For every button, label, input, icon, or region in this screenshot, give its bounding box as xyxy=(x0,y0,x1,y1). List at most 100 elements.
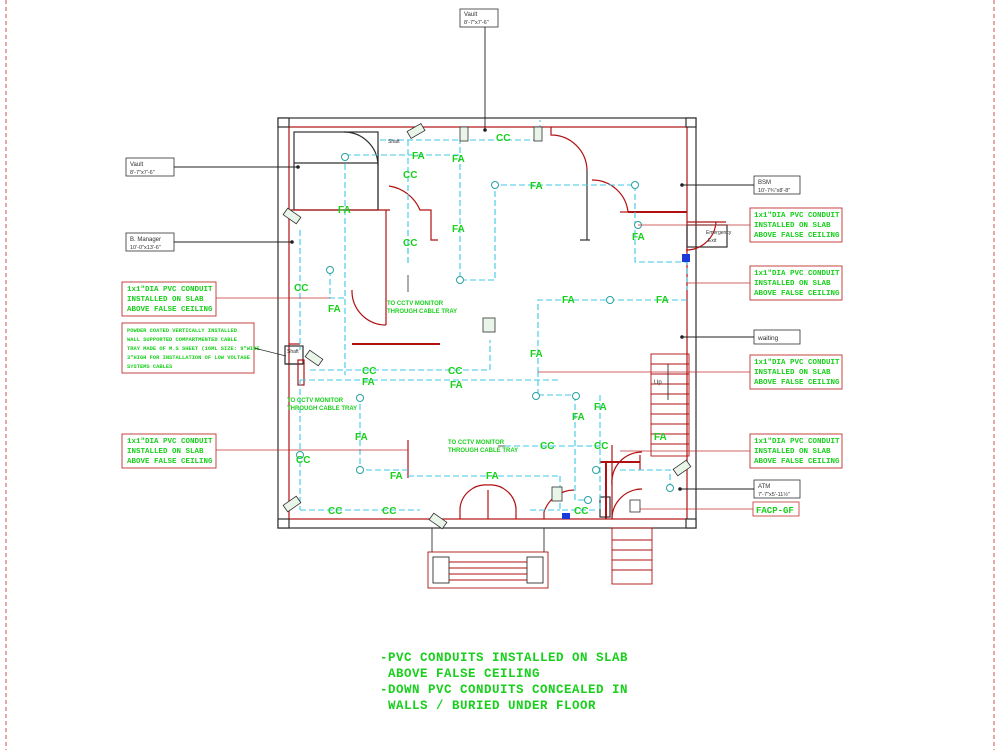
room-tag-manager: B. Manager 10'-0"x13'-6" xyxy=(125,232,294,252)
conduit-note-left-2: 1x1"DIA PVC CONDUIT INSTALLED ON SLAB AB… xyxy=(121,433,408,469)
room-tag-atm: ATM 7'-7"x5'-11½" xyxy=(678,479,801,499)
svg-text:INSTALLED ON SLAB: INSTALLED ON SLAB xyxy=(127,296,204,304)
room-tags: Vault 8'-7"x7'-6" Vault 8'-7"x7'-6" B. M… xyxy=(125,8,801,517)
svg-text:INSTALLED ON SLAB: INSTALLED ON SLAB xyxy=(127,448,204,456)
fa-label: FA xyxy=(452,154,465,165)
facp-panel xyxy=(562,254,690,519)
svg-text:ABOVE FALSE CEILING: ABOVE FALSE CEILING xyxy=(754,458,840,466)
legend: -PVC CONDUITS INSTALLED ON SLAB ABOVE FA… xyxy=(380,650,680,714)
conduit-note-right-4: 1x1"DIA PVC CONDUIT INSTALLED ON SLAB AB… xyxy=(620,433,843,469)
facp-tag: FACP-GF xyxy=(640,501,800,517)
cc-label: CC xyxy=(328,506,342,517)
svg-text:3"HIGH FOR INSTALLATION OF LOW: 3"HIGH FOR INSTALLATION OF LOW VOLTAGE xyxy=(127,355,251,361)
cctv-note-line: THROUGH CABLE TRAY xyxy=(448,448,518,454)
fa-label: FA xyxy=(486,471,499,482)
room-tag-vault-top: Vault 8'-7"x7'-6" xyxy=(459,8,499,132)
fa-label: FA xyxy=(355,432,368,443)
svg-text:8'-7"x7'-6": 8'-7"x7'-6" xyxy=(464,20,489,26)
svg-text:ABOVE FALSE CEILING: ABOVE FALSE CEILING xyxy=(127,306,213,314)
svg-text:BSM: BSM xyxy=(758,180,771,186)
fa-label: FA xyxy=(530,181,543,192)
svg-text:INSTALLED ON SLAB: INSTALLED ON SLAB xyxy=(754,369,831,377)
fa-label: FA xyxy=(654,432,667,443)
svg-text:1x1"DIA PVC CONDUIT: 1x1"DIA PVC CONDUIT xyxy=(754,438,840,446)
cctv-monitor-notes: TO CCTV MONITOR THROUGH CABLE TRAY TO CC… xyxy=(287,275,518,454)
svg-text:INSTALLED ON SLAB: INSTALLED ON SLAB xyxy=(754,280,831,288)
cc-label: CC xyxy=(294,283,308,294)
fa-label: FA xyxy=(530,349,543,360)
smoke-detectors xyxy=(296,153,674,504)
fa-label: FA xyxy=(412,151,425,162)
svg-text:1x1"DIA PVC CONDUIT: 1x1"DIA PVC CONDUIT xyxy=(127,438,213,446)
svg-text:ATM: ATM xyxy=(758,484,770,490)
cc-label: CC xyxy=(382,506,396,517)
svg-text:1x1"DIA PVC CONDUIT: 1x1"DIA PVC CONDUIT xyxy=(754,212,840,220)
svg-text:SYSTEMS CABLES: SYSTEMS CABLES xyxy=(127,364,173,370)
svg-text:1x1"DIA PVC CONDUIT: 1x1"DIA PVC CONDUIT xyxy=(127,286,213,294)
fa-label: FA xyxy=(632,232,645,243)
cc-label: CC xyxy=(403,170,417,181)
cc-label: CC xyxy=(496,133,510,144)
svg-text:1x1"DIA PVC CONDUIT: 1x1"DIA PVC CONDUIT xyxy=(754,270,840,278)
svg-text:7'-7"x5'-11½": 7'-7"x5'-11½" xyxy=(758,491,790,498)
svg-text:waiting: waiting xyxy=(757,335,779,342)
emergency-exit-label-2: Exit xyxy=(708,238,717,244)
fa-label: FA xyxy=(656,295,669,306)
svg-text:WALL SUPPORTED COMPARTMENTED C: WALL SUPPORTED COMPARTMENTED CABLE xyxy=(127,337,238,343)
svg-text:FACP-GF: FACP-GF xyxy=(756,506,794,516)
stair-up-label: Up xyxy=(654,380,662,386)
room-tag-vault-left: Vault 8'-7"x7'-6" xyxy=(125,157,300,177)
cc-label: CC xyxy=(540,441,554,452)
fa-label: FA xyxy=(362,377,375,388)
svg-text:INSTALLED ON SLAB: INSTALLED ON SLAB xyxy=(754,448,831,456)
cctv-note-line: THROUGH CABLE TRAY xyxy=(287,406,357,412)
fa-label: FA xyxy=(562,295,575,306)
shaft-label: Shaft xyxy=(287,349,299,355)
svg-text:TRAY MADE OF M.S SHEET (16ML S: TRAY MADE OF M.S SHEET (16ML SIZE: 9"WID… xyxy=(127,346,260,352)
cable-tray-note: POWDER COATED VERTICALLY INSTALLED WALL … xyxy=(121,322,287,374)
svg-text:B. Manager: B. Manager xyxy=(130,237,161,243)
legend-line: -DOWN PVC CONDUITS CONCEALED IN xyxy=(380,683,629,697)
conduit-note-right-2: 1x1"DIA PVC CONDUIT INSTALLED ON SLAB AB… xyxy=(686,265,843,301)
svg-text:INSTALLED ON SLAB: INSTALLED ON SLAB xyxy=(754,222,831,230)
fa-label: FA xyxy=(594,402,607,413)
fa-label: FA xyxy=(338,205,351,216)
fa-label: FA xyxy=(328,304,341,315)
cctv-cameras xyxy=(282,122,692,530)
shaft-label: Shaft xyxy=(388,139,400,145)
cctv-note-line: TO CCTV MONITOR xyxy=(287,398,344,404)
fa-label: FA xyxy=(390,471,403,482)
cc-label: CC xyxy=(594,441,608,452)
emergency-exit-label: Emergency xyxy=(706,230,732,236)
cc-label: CC xyxy=(403,238,417,249)
room-tag-bsm: BSM 10'-7¾"x8'-8" xyxy=(680,175,801,195)
svg-text:Vault: Vault xyxy=(130,162,144,168)
svg-text:10'-7¾"x8'-8": 10'-7¾"x8'-8" xyxy=(758,188,790,194)
cctv-note-line: TO CCTV MONITOR xyxy=(448,440,505,446)
cc-label: CC xyxy=(296,455,310,466)
cctv-note-line: THROUGH CABLE TRAY xyxy=(387,309,457,315)
svg-text:ABOVE FALSE CEILING: ABOVE FALSE CEILING xyxy=(754,379,840,387)
entrance-steps xyxy=(427,527,653,589)
room-tag-waiting: waiting xyxy=(680,329,801,345)
fa-label: FA xyxy=(450,380,463,391)
cc-label: CC xyxy=(574,506,588,517)
interior-walls xyxy=(284,127,728,520)
svg-text:10'-0"x13'-6": 10'-0"x13'-6" xyxy=(130,245,161,251)
run-labels: CC CC CC CC CC CC CC CC CC CC CC CC FA F… xyxy=(294,133,669,517)
conduit-note-right-3: 1x1"DIA PVC CONDUIT INSTALLED ON SLAB AB… xyxy=(538,354,843,390)
svg-text:Vault: Vault xyxy=(464,12,478,18)
legend-line: -PVC CONDUITS INSTALLED ON SLAB xyxy=(380,651,629,665)
fa-label: FA xyxy=(452,224,465,235)
cc-label: CC xyxy=(448,366,462,377)
svg-text:8'-7"x7'-6": 8'-7"x7'-6" xyxy=(130,170,155,176)
conduit-note-left-1: 1x1"DIA PVC CONDUIT INSTALLED ON SLAB AB… xyxy=(121,281,330,317)
legend-line: ABOVE FALSE CEILING xyxy=(380,667,541,681)
legend-line: WALLS / BURIED UNDER FLOOR xyxy=(380,699,597,713)
cc-label: CC xyxy=(362,366,376,377)
svg-text:ABOVE FALSE CEILING: ABOVE FALSE CEILING xyxy=(127,458,213,466)
svg-text:ABOVE FALSE CEILING: ABOVE FALSE CEILING xyxy=(754,290,840,298)
svg-text:ABOVE FALSE CEILING: ABOVE FALSE CEILING xyxy=(754,232,840,240)
